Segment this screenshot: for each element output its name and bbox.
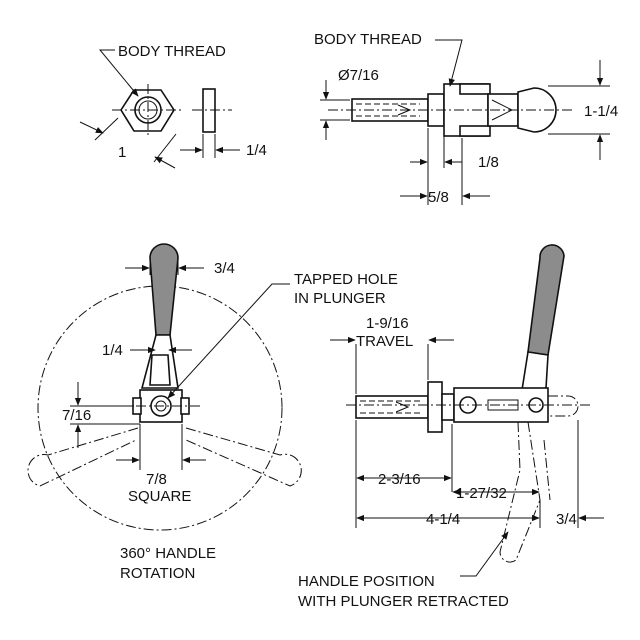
body-thread-label-right: BODY THREAD: [314, 31, 422, 48]
phantom-handle-left: [27, 427, 139, 487]
rotation-label-2: ROTATION: [120, 565, 195, 582]
tapped-hole-label-2: IN PLUNGER: [294, 290, 386, 307]
hex-dim-arrow-a: [79, 121, 104, 134]
hex-across-flats-label: 1: [118, 144, 126, 161]
body-top-tab: [459, 83, 491, 95]
nut-thickness-label: 1/4: [246, 142, 267, 159]
plunger-side-view-bottom: [330, 244, 604, 577]
square-word-label: SQUARE: [128, 488, 191, 505]
phantom-handle-right: [185, 427, 302, 487]
bottom-stud-tip-mark: [395, 401, 410, 413]
extended-length-label: 2-3/16: [378, 471, 421, 488]
center-offset-label: 7/16: [62, 407, 91, 424]
travel-value-label: 1-9/16: [366, 315, 409, 332]
handle-position-leader: [460, 531, 509, 577]
tapped-hole-leader: [167, 283, 290, 399]
tapped-hole-label-1: TAPPED HOLE: [294, 271, 398, 288]
travel-word-label: TRAVEL: [356, 333, 413, 350]
phantom-retracted-line: [543, 439, 551, 501]
handle-grip-upper: [149, 243, 179, 336]
nut-side-view: [180, 88, 240, 158]
overall-length-label: 4-1/4: [426, 511, 460, 528]
side-handle-neck: [521, 351, 549, 391]
plunger-dia-label: Ø7/16: [338, 67, 379, 84]
tip-extension-label: 3/4: [556, 511, 577, 528]
handle-width-label: 1/4: [102, 342, 123, 359]
body-thread-leader-right: [435, 39, 463, 87]
bottom-nut: [427, 381, 443, 433]
collar-width-label: 1/8: [478, 154, 499, 171]
bottom-collar: [441, 393, 455, 421]
hex-dim-arrow-b: [154, 156, 176, 169]
body-thread-leader-left: [98, 49, 139, 97]
square-size-label: 7/8: [146, 471, 167, 488]
handle-knob: [517, 87, 557, 133]
overall-height-label: 1-1/4: [584, 103, 618, 120]
retract-offset-label: 1-27/32: [456, 485, 507, 502]
hex-nut-end-view: [79, 49, 184, 169]
thread-length-label: 5/8: [428, 189, 449, 206]
body-thread-label-left: BODY THREAD: [118, 43, 226, 60]
phantom-retracted-handle: [499, 421, 541, 563]
rotation-circle: [37, 285, 283, 531]
grip-width-label: 3/4: [214, 260, 235, 277]
bottom-threaded-stud: [355, 395, 429, 419]
handle-position-label-1: HANDLE POSITION: [298, 573, 435, 590]
handle-yoke-slot: [149, 354, 171, 386]
rotation-label-1: 360° HANDLE: [120, 545, 216, 562]
handle-position-label-2: WITH PLUNGER RETRACTED: [298, 593, 509, 610]
plunger-side-view-top: [320, 39, 610, 205]
phantom-tip: [548, 395, 579, 417]
hex-ext-line-a: [94, 117, 119, 141]
body-bottom-tab: [459, 125, 491, 137]
side-handle-grip: [527, 244, 565, 356]
handle-end-view: [27, 243, 302, 531]
